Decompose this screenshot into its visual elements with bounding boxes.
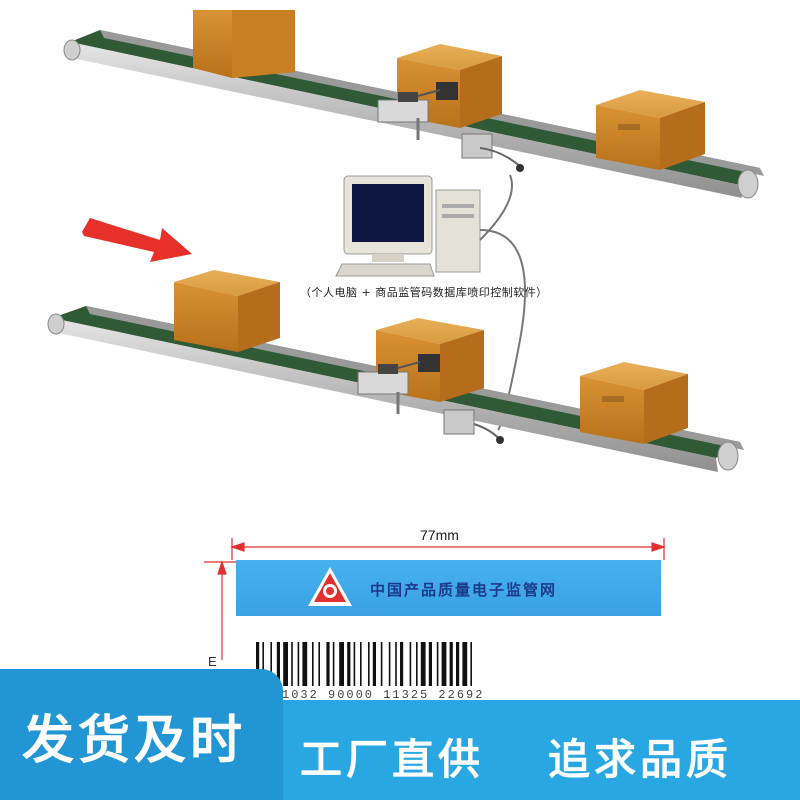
barcode-bar [380, 642, 383, 686]
barcode [256, 642, 472, 686]
barcode-digits: 1032 90000 11325 22692 [282, 688, 485, 702]
barcode-bar [339, 642, 344, 686]
barcode-bar [297, 642, 300, 686]
box-top-right [596, 90, 705, 170]
banner-left-panel [0, 669, 283, 800]
system-caption: （个人电脑 + 商品监管码数据库喷印控制软件） [300, 286, 548, 299]
barcode-bar [372, 642, 376, 686]
barcode-bar [332, 642, 335, 686]
barcode-bar [360, 642, 362, 686]
side-letter: E [208, 654, 217, 669]
barcode-bar [436, 642, 439, 686]
barcode-bar [262, 642, 264, 686]
barcode-bar [347, 642, 351, 686]
barcode-bar [256, 642, 260, 686]
inkjet-printer-top [377, 82, 524, 172]
dimension-lines [204, 538, 666, 660]
barcode-bar [302, 642, 308, 686]
barcode-bar [456, 642, 460, 686]
barcode-bar [395, 642, 397, 686]
barcode-bar [368, 642, 370, 686]
barcode-bar [388, 642, 391, 686]
barcode-bar [312, 642, 314, 686]
barcode-bar [409, 642, 412, 686]
triangle-logo-icon [308, 567, 352, 606]
barcode-bar [420, 642, 426, 686]
box-bottom-left [174, 270, 280, 352]
barcode-bar [283, 642, 288, 686]
barcode-bar [449, 642, 453, 686]
slogan-factory-direct: 工厂直供 [300, 735, 485, 784]
barcode-bar [353, 642, 356, 686]
barcode-bar [470, 642, 472, 686]
dimension-label: 77mm [420, 527, 459, 543]
barcode-bar [462, 642, 468, 686]
barcode-bar [291, 642, 293, 686]
barcode-bar [441, 642, 447, 686]
barcode-bar [416, 642, 418, 686]
supervision-label-strip: 中国产品质量电子监管网 [236, 560, 661, 616]
inkjet-printer-bottom [357, 354, 504, 444]
barcode-bar [428, 642, 432, 686]
label-text: 中国产品质量电子监管网 [370, 581, 558, 599]
banner-left-text: 发货及时 [22, 711, 247, 771]
red-arrow-icon [82, 218, 192, 262]
barcode-bar [276, 642, 280, 686]
box-top-left [193, 10, 295, 78]
barcode-bar [318, 642, 320, 686]
barcode-bar [270, 642, 272, 686]
computer [335, 174, 526, 431]
barcode-bar [400, 642, 404, 686]
slogan-pursue-quality: 追求品质 [548, 735, 733, 784]
barcode-bar [326, 642, 330, 686]
box-bottom-right [580, 362, 688, 444]
